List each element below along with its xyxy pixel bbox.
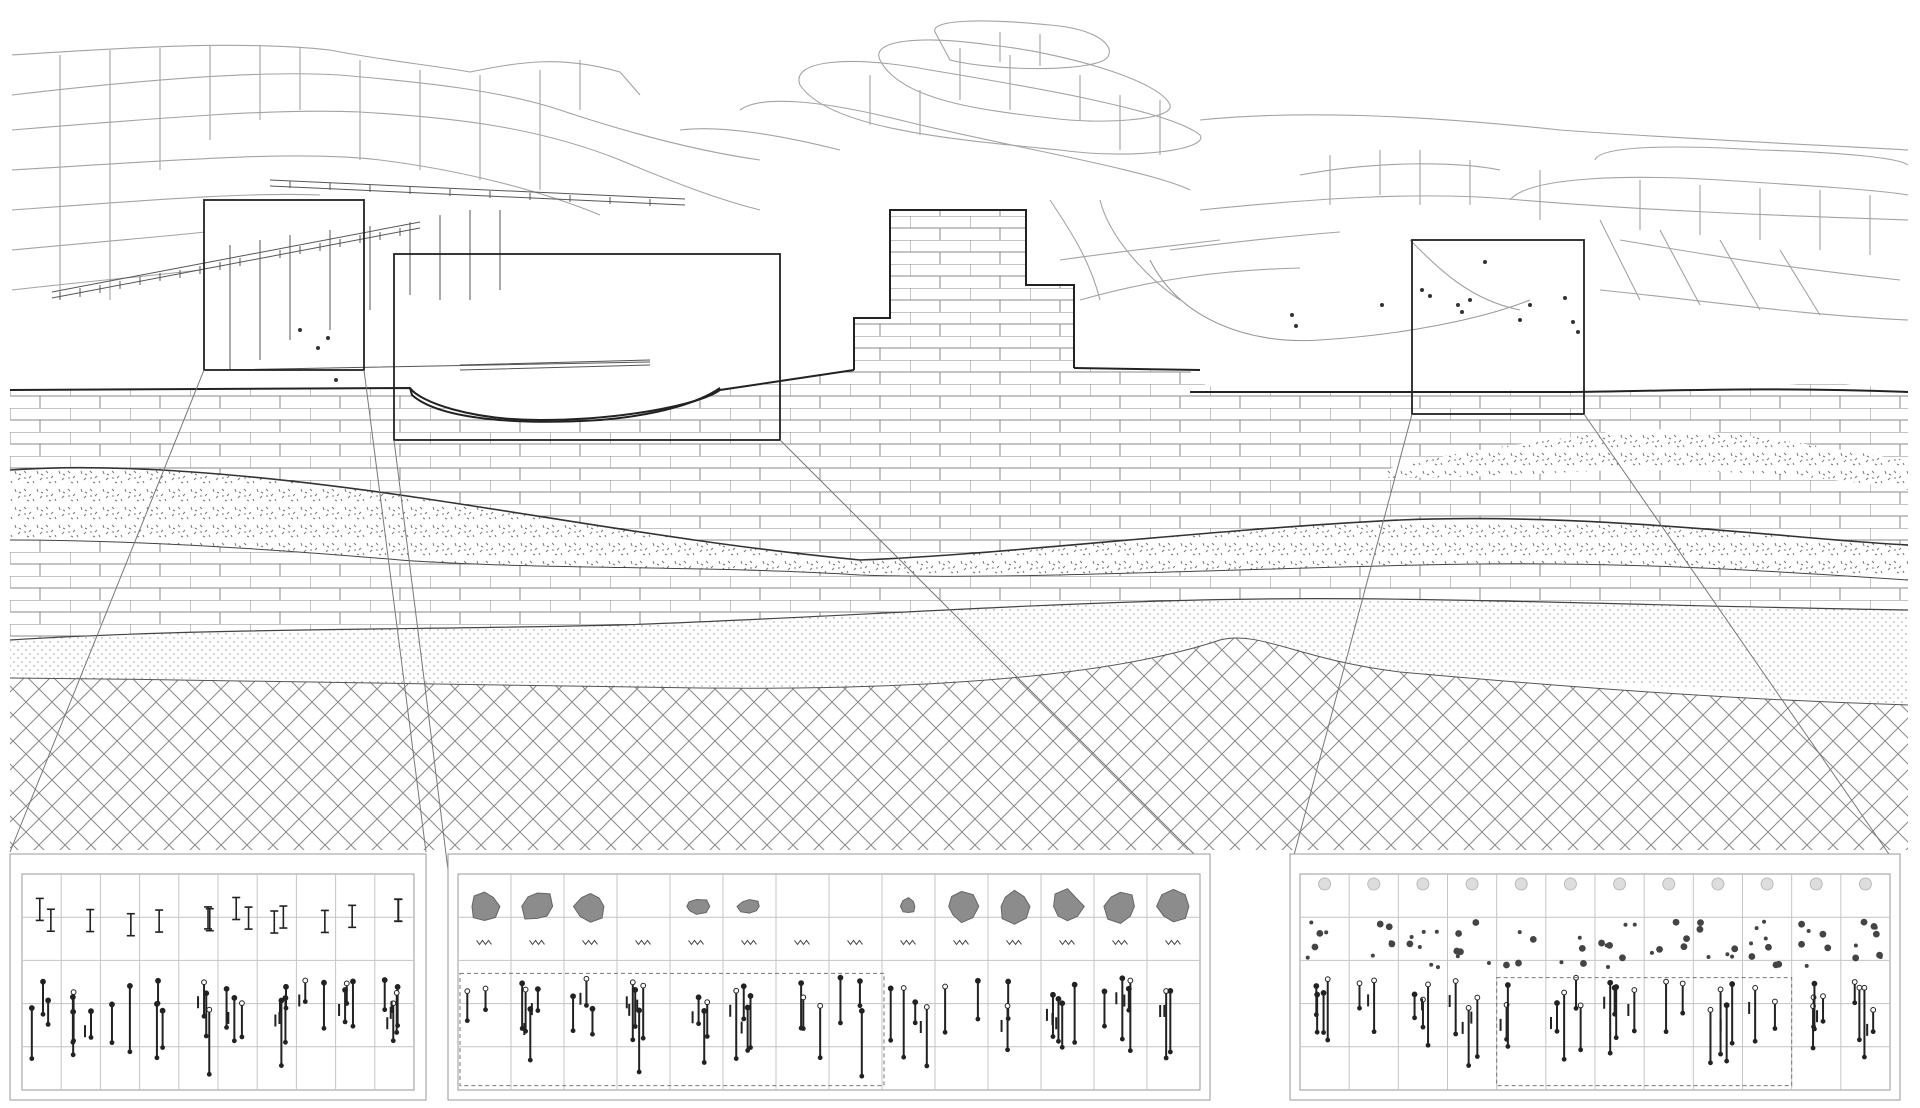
fine-dot-layer [10, 598, 1908, 705]
terraced-quarry-landscape [11, 20, 1909, 342]
projection-lines [9, 369, 1901, 871]
notation-marks [28, 896, 403, 1077]
detail-panels [9, 853, 1901, 1101]
callout-frames [203, 199, 1585, 441]
scaffold-bridge-structures [51, 179, 686, 371]
callout-center-pit [393, 253, 781, 441]
callout-right-boulders [1411, 239, 1585, 415]
callout-left-scaffold [203, 199, 365, 371]
crosshatch-bedrock-layer [10, 637, 1908, 850]
people-figures [298, 260, 1580, 382]
geological-strata [9, 209, 1909, 850]
notation-marks [459, 888, 1190, 1087]
notation-marks [1305, 877, 1883, 1087]
detail-panel-left [9, 853, 427, 1101]
detail-panel-center [447, 853, 1211, 1101]
speckled-sand-layer [10, 467, 1908, 580]
detail-panel-right [1289, 853, 1901, 1101]
